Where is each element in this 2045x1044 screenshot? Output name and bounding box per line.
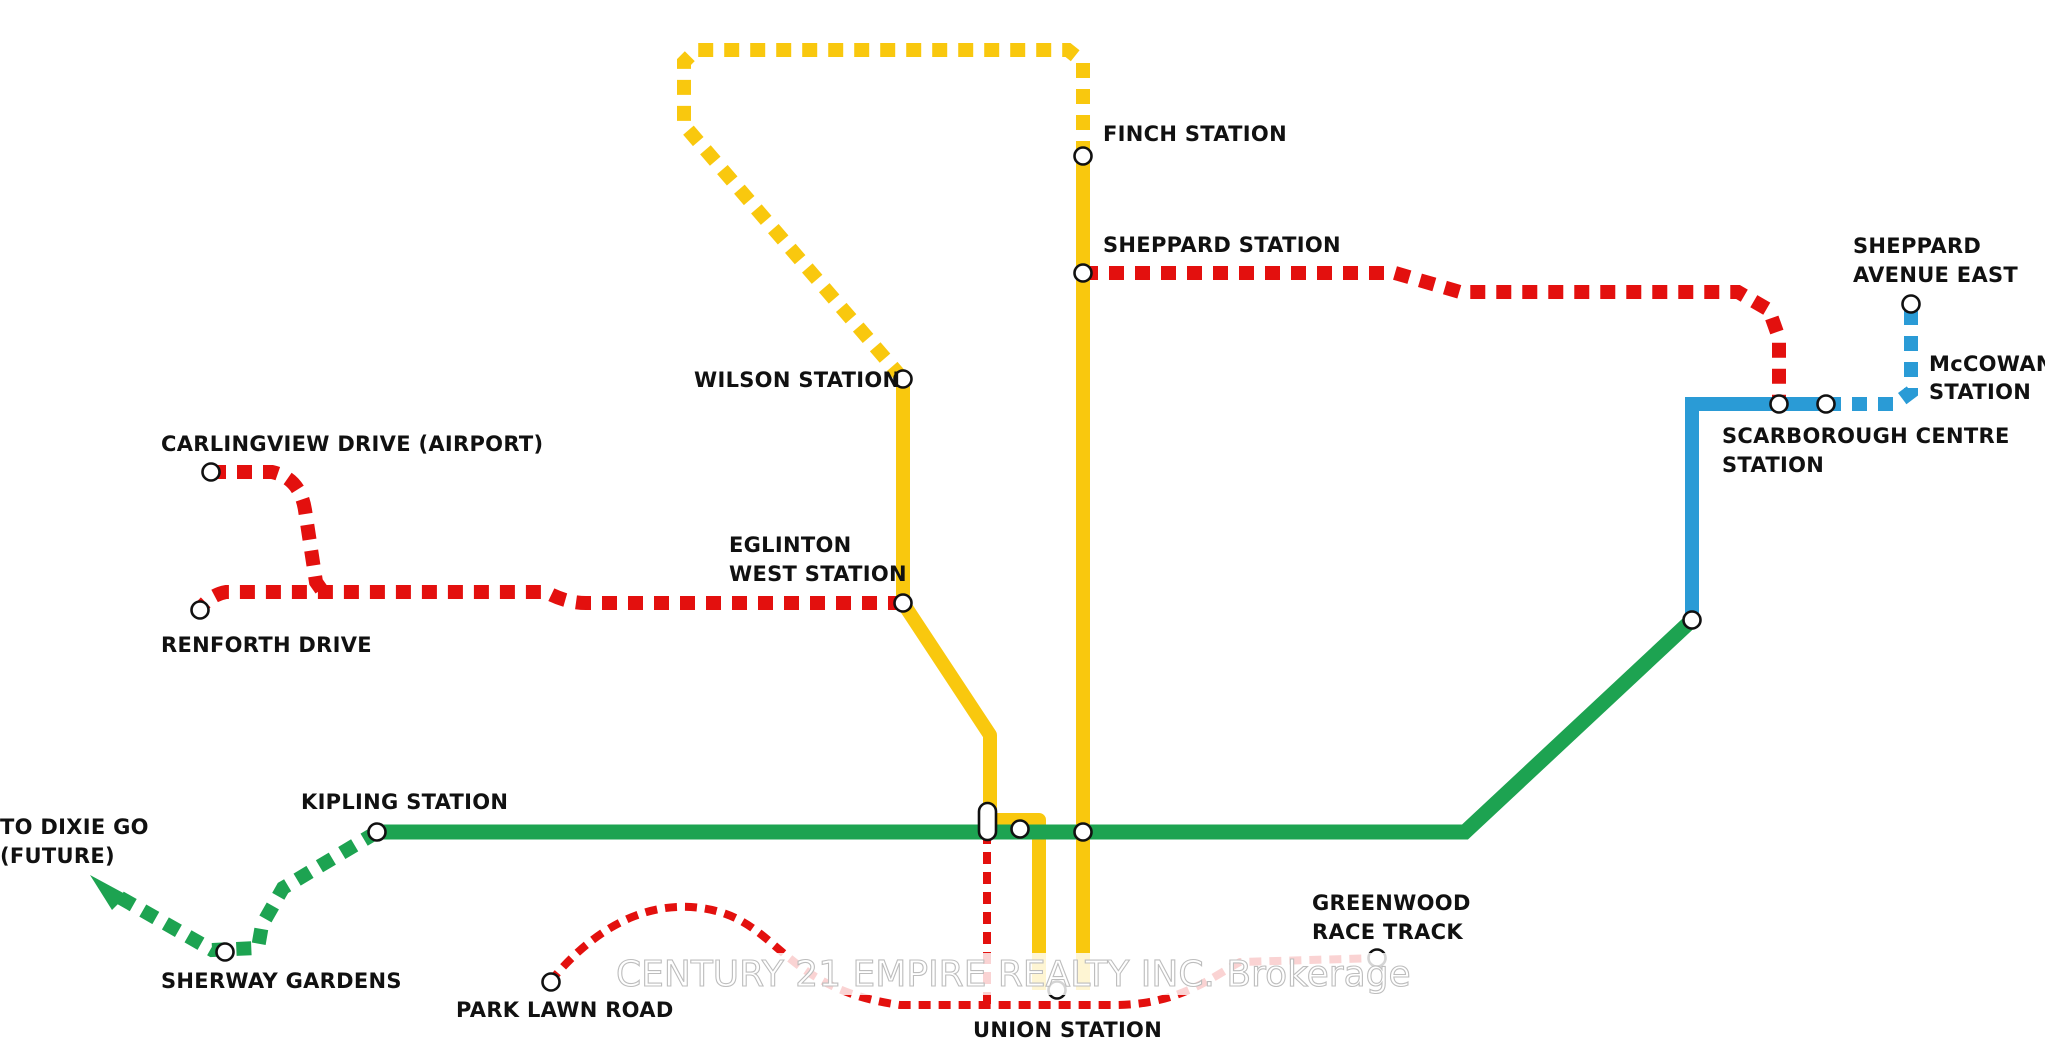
label-dixie-line1: TO DIXIE GO	[0, 815, 149, 839]
green-line-future-west	[108, 825, 381, 958]
green-arrow-icon	[90, 875, 127, 910]
station-marker-park-lawn[interactable]	[541, 972, 561, 992]
station-marker-mccowan[interactable]	[1816, 394, 1836, 414]
yellow-line-west-branch	[896, 379, 1046, 990]
yellow-line-future-loop	[677, 43, 1090, 384]
label-renforth: RENFORTH DRIVE	[161, 633, 372, 657]
label-finch: FINCH STATION	[1103, 122, 1287, 146]
station-marker-scarborough-centre[interactable]	[1769, 394, 1789, 414]
yellow-line	[677, 43, 1090, 990]
station-marker-bloor-yonge[interactable]	[1073, 822, 1093, 842]
label-mccowan-line2: STATION	[1929, 380, 2031, 404]
watermark-text: CENTURY 21 EMPIRE REALTY INC. Brokerage	[616, 954, 1411, 995]
label-scarborough-line1: SCARBOROUGH CENTRE	[1722, 424, 2010, 448]
red-line-sheppard	[1083, 266, 1786, 404]
station-marker-kipling[interactable]	[367, 822, 387, 842]
station-marker-kennedy[interactable]	[1682, 610, 1702, 630]
label-wilson: WILSON STATION	[694, 368, 900, 392]
red-line-airport-branch	[211, 465, 329, 597]
station-marker-carlingview[interactable]	[201, 462, 221, 482]
label-eglinton-line1: EGLINTON	[729, 533, 852, 557]
watermark: CENTURY 21 EMPIRE REALTY INC. Brokerage	[612, 953, 1434, 996]
station-marker-renforth[interactable]	[190, 600, 210, 620]
station-marker-sheppard-east[interactable]	[1901, 294, 1921, 314]
label-dixie-line2: (FUTURE)	[0, 844, 115, 868]
stations	[190, 146, 1921, 1000]
red-line-eglinton	[194, 585, 903, 614]
watermark-background	[612, 953, 1434, 995]
green-line	[90, 614, 1698, 958]
station-marker-spadina-interchange[interactable]	[977, 801, 998, 842]
label-sheppard-east-line2: AVENUE EAST	[1853, 263, 2018, 287]
blue-line-future-extension	[1826, 304, 1918, 411]
label-kipling: KIPLING STATION	[301, 790, 508, 814]
label-sheppard-east-line1: SHEPPARD	[1853, 234, 1981, 258]
label-scarborough-line2: STATION	[1722, 453, 1824, 477]
station-marker-wilson[interactable]	[893, 369, 913, 389]
green-line-main	[377, 614, 1698, 840]
label-park-lawn: PARK LAWN ROAD	[456, 998, 674, 1022]
label-sheppard: SHEPPARD STATION	[1103, 233, 1341, 257]
red-lines	[194, 266, 1786, 1009]
station-labels: FINCH STATION SHEPPARD STATION SHEPPARD …	[0, 122, 2045, 1042]
station-marker-sheppard[interactable]	[1073, 263, 1093, 283]
label-eglinton-line2: WEST STATION	[729, 562, 907, 586]
label-union: UNION STATION	[973, 1018, 1162, 1042]
label-greenwood-line1: GREENWOOD	[1312, 891, 1471, 915]
label-greenwood-line2: RACE TRACK	[1312, 920, 1463, 944]
label-mccowan-line1: McCOWAN	[1929, 352, 2045, 376]
station-marker-sherway[interactable]	[215, 942, 235, 962]
label-carlingview: CARLINGVIEW DRIVE (AIRPORT)	[161, 432, 543, 456]
label-sherway: SHERWAY GARDENS	[161, 969, 402, 993]
station-marker-st-george[interactable]	[1010, 819, 1030, 839]
station-marker-eglinton-west[interactable]	[893, 593, 913, 613]
station-marker-finch[interactable]	[1073, 146, 1093, 166]
